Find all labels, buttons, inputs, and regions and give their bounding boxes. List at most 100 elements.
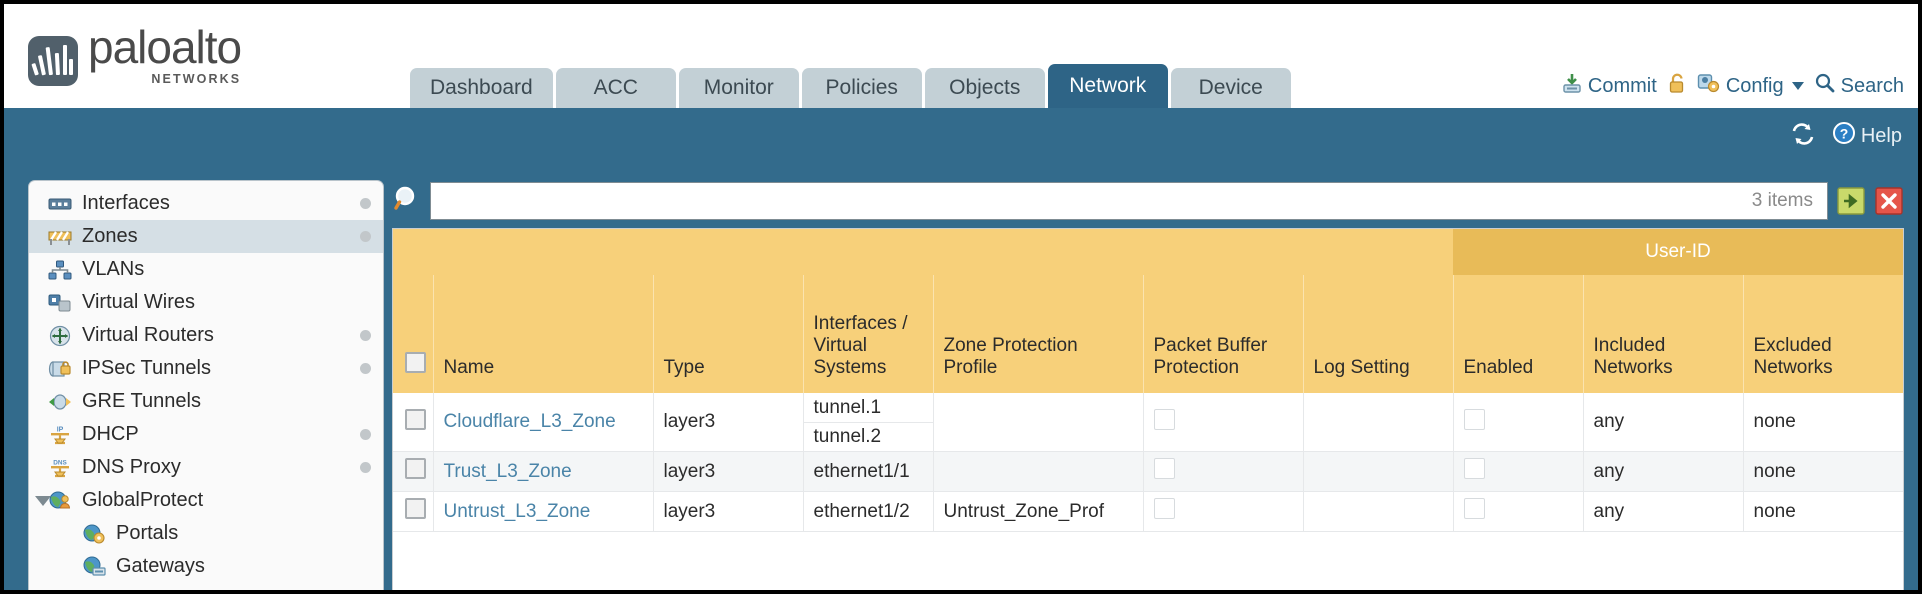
tab-device[interactable]: Device <box>1170 68 1291 108</box>
main-nav-tabs: Dashboard ACC Monitor Policies Objects N… <box>410 64 1291 108</box>
row-select-cell <box>393 393 434 452</box>
virtual-routers-icon <box>47 325 73 347</box>
cell-excluded-networks: none <box>1743 451 1903 492</box>
tab-objects[interactable]: Objects <box>924 68 1045 108</box>
select-all-checkbox[interactable] <box>405 352 426 373</box>
zones-table: User-ID Name Type Interfaces / Virtual S… <box>393 229 1903 532</box>
sidebar-item-dhcp[interactable]: IP DHCP <box>29 418 383 451</box>
cell-packet-buffer-protection <box>1143 393 1304 452</box>
cell-included-networks: any <box>1583 451 1744 492</box>
sidebar-item-gateways[interactable]: Gateways <box>29 550 383 583</box>
sidebar-item-virtual-routers[interactable]: Virtual Routers <box>29 319 383 352</box>
gre-tunnels-icon <box>47 391 73 413</box>
cell-zone-protection-profile <box>933 451 1144 492</box>
help-question-icon: ? <box>1832 121 1856 151</box>
sidebar-item-vlans[interactable]: VLANs <box>29 253 383 286</box>
sidebar-item-label: VLANs <box>82 258 145 280</box>
apply-filter-button[interactable] <box>1836 186 1866 216</box>
cell-included-networks: any <box>1583 393 1744 452</box>
row-checkbox[interactable] <box>405 498 426 519</box>
zone-name-link[interactable]: Untrust_L3_Zone <box>443 500 591 522</box>
padlock-icon[interactable] <box>1667 73 1687 100</box>
column-header-name[interactable]: Name <box>433 275 654 393</box>
tab-network[interactable]: Network <box>1047 64 1168 108</box>
userid-enabled-checkbox[interactable] <box>1463 458 1485 479</box>
sidebar-item-label: GlobalProtect <box>82 489 204 511</box>
table-row[interactable]: Untrust_L3_Zone layer3 ethernet1/2 Untru… <box>393 491 1903 532</box>
expand-triangle-icon[interactable] <box>35 495 51 506</box>
commit-button[interactable]: Commit <box>1561 72 1657 100</box>
sidebar-item-gre-tunnels[interactable]: GRE Tunnels <box>29 385 383 418</box>
search-icon <box>1814 72 1836 100</box>
gateways-icon <box>81 556 107 578</box>
tab-monitor[interactable]: Monitor <box>678 68 799 108</box>
sidebar-item-portals[interactable]: Portals <box>29 517 383 550</box>
table-group-header-row: User-ID <box>393 229 1903 275</box>
top-actions: Commit Config <box>1561 72 1904 100</box>
userid-group-header: User-ID <box>1453 229 1903 275</box>
select-all-header <box>393 275 434 393</box>
sidebar-item-dns-proxy[interactable]: DNS DNS Proxy <box>29 451 383 484</box>
filter-search-box[interactable]: 3 items <box>430 182 1828 220</box>
zone-name-link[interactable]: Cloudflare_L3_Zone <box>443 411 616 432</box>
column-header-type[interactable]: Type <box>653 275 804 393</box>
sidebar-item-virtual-wires[interactable]: Virtual Wires <box>29 286 383 319</box>
packet-buffer-protection-checkbox[interactable] <box>1153 408 1175 430</box>
column-header-userid-enabled[interactable]: Enabled <box>1453 275 1584 393</box>
interfaces-icon <box>47 193 73 215</box>
sidebar-item-label: Portals <box>116 522 179 544</box>
cell-zone-protection-profile <box>933 393 1144 452</box>
cell-log-setting <box>1303 393 1454 452</box>
zones-icon <box>47 226 73 248</box>
search-input[interactable] <box>441 183 1752 219</box>
chevron-down-icon <box>1791 82 1804 90</box>
table-row[interactable]: Trust_L3_Zone layer3 ethernet1/1 any <box>393 451 1903 492</box>
sidebar-item-globalprotect[interactable]: GlobalProtect <box>29 484 383 517</box>
sidebar-item-interfaces[interactable]: Interfaces <box>29 187 383 220</box>
tab-policies[interactable]: Policies <box>801 68 922 108</box>
zone-name-link[interactable]: Trust_L3_Zone <box>443 460 572 482</box>
tab-dashboard[interactable]: Dashboard <box>410 68 553 108</box>
interface-entry: tunnel.1 <box>813 396 882 418</box>
userid-enabled-checkbox[interactable] <box>1463 498 1485 519</box>
config-menu[interactable]: Config <box>1697 72 1804 100</box>
cell-name: Cloudflare_L3_Zone <box>433 393 654 452</box>
column-header-included-networks[interactable]: Included Networks <box>1583 275 1744 393</box>
userid-enabled-checkbox[interactable] <box>1463 408 1485 430</box>
paloalto-logo-mark-icon <box>28 35 78 86</box>
filter-row: 3 items <box>392 180 1904 222</box>
cell-excluded-networks: none <box>1743 491 1903 532</box>
sidebar-item-ipsec-tunnels[interactable]: IPSec Tunnels <box>29 352 383 385</box>
packet-buffer-protection-checkbox[interactable] <box>1153 458 1175 479</box>
tab-acc[interactable]: ACC <box>555 68 676 108</box>
status-dot <box>360 363 371 374</box>
cell-name: Trust_L3_Zone <box>433 451 654 492</box>
row-checkbox[interactable] <box>405 408 426 430</box>
commit-icon <box>1561 72 1583 100</box>
row-checkbox[interactable] <box>405 458 426 479</box>
column-header-log-setting[interactable]: Log Setting <box>1303 275 1454 393</box>
column-header-zone-protection-profile[interactable]: Zone Protection Profile <box>933 275 1144 393</box>
refresh-icon[interactable] <box>1790 122 1816 151</box>
cell-userid-enabled <box>1453 451 1584 492</box>
help-button[interactable]: ? Help <box>1832 121 1902 151</box>
column-header-packet-buffer-protection[interactable]: Packet Buffer Protection <box>1143 275 1304 393</box>
status-dot <box>360 198 371 209</box>
sub-bar-actions: ? Help <box>1790 121 1902 151</box>
column-header-interfaces-virtual-systems[interactable]: Interfaces / Virtual Systems <box>803 275 934 393</box>
cell-name: Untrust_L3_Zone <box>433 491 654 532</box>
column-header-excluded-networks[interactable]: Excluded Networks <box>1743 275 1903 393</box>
status-dot <box>360 330 371 341</box>
paloalto-logo[interactable]: paloalto NETWORKS <box>28 24 242 86</box>
search-icon[interactable] <box>392 184 422 219</box>
dhcp-icon: IP <box>47 424 73 446</box>
clear-filter-button[interactable] <box>1874 186 1904 216</box>
vlans-icon <box>47 259 73 281</box>
table-head: User-ID Name Type Interfaces / Virtual S… <box>393 229 1903 393</box>
search-button[interactable]: Search <box>1814 72 1904 100</box>
sidebar-item-zones[interactable]: Zones <box>29 220 383 253</box>
interface-entry: tunnel.2 <box>803 422 933 451</box>
packet-buffer-protection-checkbox[interactable] <box>1153 498 1175 519</box>
cell-included-networks: any <box>1583 491 1744 532</box>
status-dot <box>360 429 371 440</box>
